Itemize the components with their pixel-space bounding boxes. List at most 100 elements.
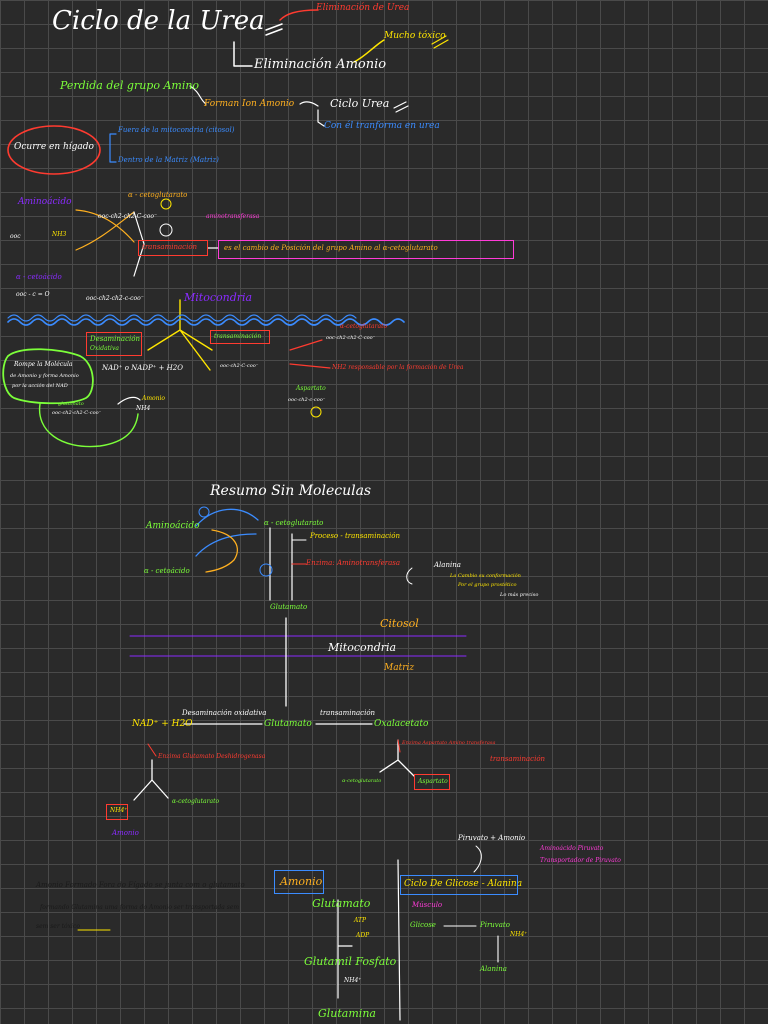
crossing-arrows (75, 209, 135, 251)
transaminacion-resumo-2: transaminación (490, 755, 546, 763)
glicose-label: Glicose (410, 921, 436, 929)
white-arrow-forman (189, 85, 207, 105)
glutamil-fosfato: Glutamil Fosfato (304, 955, 397, 968)
resumo-nh4: NH4⁺ (110, 807, 128, 814)
rompe-line-2: de Amonio y forma Amonio (10, 373, 79, 379)
aminoacido-label: Aminoácido (18, 197, 72, 207)
nh4-small: NH4 (136, 405, 151, 412)
yellow-circle-1 (160, 198, 172, 210)
resumo-alfa-ceto-3: α-cetoglutarato (342, 778, 382, 784)
yellow-circle-3 (310, 406, 322, 418)
definicion-text: es el cambio de Posición del grupo Amino… (224, 244, 438, 252)
desaminacion-upper: Desaminación (90, 335, 140, 343)
musculo-label: Músculo (412, 901, 443, 909)
formula-3: ooc-ch2-ch2-c-coo⁻ (86, 295, 144, 302)
blue-arrow-top (195, 508, 259, 527)
enzima-glutamato: Enzima Glutamato Deshidrogenasa (158, 753, 266, 760)
mitocondria-upper: Mitocondria (184, 291, 253, 304)
elim-urea-note: Eliminación de Urea (316, 3, 410, 13)
atp-label: ATP (354, 917, 367, 924)
piruvato-amonio: Piruvato + Amonio (458, 834, 526, 842)
orange-arc (205, 529, 238, 573)
piruvato-note-1: Aminoácido Piruvato (540, 845, 604, 852)
red-arrow-title (279, 9, 319, 21)
alfa-ceto-top: α - cetoglutarato (128, 191, 188, 199)
mitocondria-label: Mitocondria (328, 641, 397, 654)
bottom-nh4: NH4⁺ (344, 977, 362, 984)
title-double-stroke (265, 23, 283, 36)
resumo-cambio-2: Por el grupo prostético (458, 582, 517, 588)
rompe-line-3: por la acción del NAD (12, 383, 68, 389)
desaminacion-label: Desaminación oxidativa (182, 709, 267, 717)
red-arrows-enzimas (147, 739, 401, 757)
blue-circle-1 (198, 506, 210, 518)
glutamato-small: glutamato (58, 401, 84, 407)
glutamina-label: Glutamina (318, 1007, 376, 1020)
amonio-box-label: Amonio (280, 875, 323, 888)
formula-1: ooc-ch2-ch2-C-coo⁻ (98, 213, 158, 220)
rompe-line-1: Rompe la Molécula (14, 361, 73, 368)
resumo-cambio-3: Lo más preciso (500, 592, 539, 598)
alfa-ceto-right: α-cetoglutarato (340, 323, 388, 330)
resumo-title: Resumo Sin Moleculas (210, 483, 372, 499)
white-curve-alanina (406, 567, 413, 585)
piruvato-note-2: Transportador de Piruvato (540, 857, 621, 864)
blue-wavy-line-2 (7, 314, 357, 322)
arrow-piru-top (473, 845, 482, 873)
white-chain (337, 899, 353, 999)
adp-label: ADP (356, 932, 370, 939)
aspartato-box (414, 774, 450, 790)
formula-5: ooc-ch2-C-coo⁻ (220, 363, 259, 369)
formula-6: ooc-ch2-c-coo⁻ (288, 397, 326, 403)
resumo-proceso: Proceso - transaminación (310, 532, 401, 540)
white-arrow-eliminacion (233, 41, 253, 67)
formula-4: ooc-ch2-ch2-C-coo⁻ (326, 335, 376, 341)
blue-wavy-line (7, 318, 405, 326)
white-fork (133, 211, 145, 277)
fuera-mitocondria: Fuera de la mitocondria (citosol) (118, 126, 235, 134)
resumo-aspartato: Aspartato (418, 778, 448, 785)
alanina-label: Alanina (480, 965, 507, 973)
transaminacion-upper: transaminación (214, 333, 262, 340)
bottom-glutamato: Glutamato (312, 897, 371, 910)
transaminacion-box (138, 240, 208, 256)
aminotrans-label: aminotransferasa (206, 213, 260, 220)
resumo-oxalacetato: Oxalacetato (374, 719, 429, 729)
blue-arrow-bottom (195, 533, 257, 557)
enzima-aspartato: Enzima Aspartato Amino transferasa (402, 740, 496, 746)
nad-upper: NAD⁺ o NADP⁺ + H2O (102, 364, 183, 372)
oxidativa-upper: Oxidativa (90, 345, 119, 352)
forman-amonio: Forman Ion Amonio (204, 99, 295, 109)
matriz-label: Matriz (384, 663, 415, 673)
ocurre-higado: Ocurre en hígado (14, 142, 94, 152)
ciclo-glicose-label: Ciclo De Glicose - Alanina (404, 879, 523, 889)
muy-toxico-note: Mucho tóxico (384, 31, 446, 41)
piruvato-label: Piruvato (480, 921, 510, 929)
citosol-label: Citosol (380, 617, 419, 630)
y-tree-right (379, 739, 415, 777)
bottom-nh4-b: NH4⁺ (510, 931, 528, 938)
yellow-circle-2 (159, 223, 173, 237)
transaminacion-box-2 (210, 330, 270, 344)
perdida-amino: Perdida del grupo Amino (60, 79, 200, 92)
nh4-box (106, 804, 128, 820)
resumo-enzima: Enzima: Aminotransferasa (306, 559, 401, 567)
blue-bracket (109, 133, 117, 163)
yellow-arrow-toxic (353, 39, 385, 63)
page-title: Ciclo de la Urea (52, 6, 265, 36)
nh-note: NH2 responsable por la formación de Urea (332, 364, 464, 371)
resumo-alanina: Alanina (434, 561, 461, 569)
resumo-glutamato: Glutamato (270, 603, 308, 611)
amonio-text-3: sem ser tóxico (36, 923, 80, 930)
resumo-nad: NAD⁺ + H2O (132, 719, 193, 729)
resumo-cambio-1: La Cambio su conformación (450, 573, 521, 579)
amonio-box (274, 870, 324, 894)
amonio-text-1: Amonio Formado Fora do Fígado se junta c… (36, 881, 245, 889)
alfa-cetoacido-label: α - cetoácido (16, 273, 62, 281)
yellow-double-stroke (431, 35, 449, 49)
white-double-stroke (393, 101, 409, 113)
desaminacion-box (86, 332, 142, 356)
divider-vertical (397, 859, 401, 1021)
dentro-matriz: Dentro de la Matriz (Matriz) (118, 156, 219, 164)
